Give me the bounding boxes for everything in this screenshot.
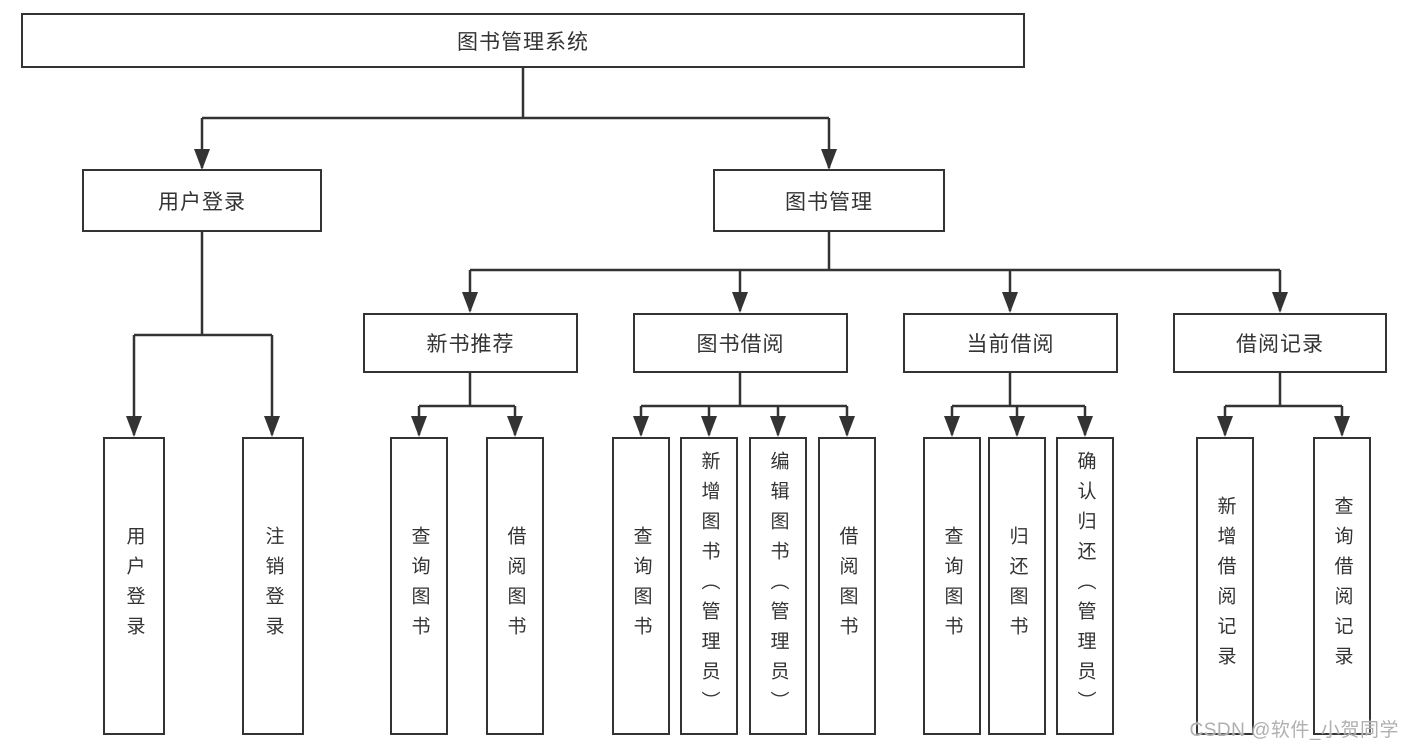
node-label: 图书管理系统 <box>457 30 589 54</box>
arrowhead <box>507 416 523 437</box>
node-label: 查询借阅记录 <box>1331 496 1353 676</box>
arrowheads <box>126 149 1350 437</box>
arrowhead <box>633 416 649 437</box>
edge-book-management-children <box>468 232 1282 311</box>
arrowhead <box>462 292 478 313</box>
node-user-login: 用户登录 <box>82 169 322 232</box>
node-label: 图书管理 <box>785 190 873 214</box>
arrowhead <box>1009 416 1025 437</box>
arrowhead <box>126 416 142 437</box>
arrowhead <box>701 416 717 437</box>
leaf-query-books-current: 查询图书 <box>923 437 981 735</box>
node-label: 借阅图书 <box>836 526 858 646</box>
watermark: CSDN @软件_小贺同学 <box>1189 720 1399 741</box>
arrowhead <box>770 416 786 437</box>
arrowhead <box>194 149 210 170</box>
leaf-user-login: 用户登录 <box>103 437 165 735</box>
leaf-query-books-recommend: 查询图书 <box>390 437 448 735</box>
node-label: 新增图书（管理员） <box>698 451 720 721</box>
arrowhead <box>1217 416 1233 437</box>
leaf-edit-book-admin: 编辑图书（管理员） <box>749 437 807 735</box>
arrowhead <box>944 416 960 437</box>
leaf-add-book-admin: 新增图书（管理员） <box>680 437 738 735</box>
node-label: 新书推荐 <box>426 333 515 356</box>
node-current-borrowing: 当前借阅 <box>903 313 1118 373</box>
node-label: 归还图书 <box>1006 526 1028 646</box>
node-label: 编辑图书（管理员） <box>767 451 789 721</box>
node-label: 借阅图书 <box>504 526 526 646</box>
leaf-query-books-borrowing: 查询图书 <box>612 437 670 735</box>
edge-root-to-level2 <box>200 68 831 168</box>
arrowhead <box>1272 292 1288 313</box>
arrowhead <box>839 416 855 437</box>
node-label: 查询图书 <box>408 526 430 646</box>
node-library-management-system: 图书管理系统 <box>21 13 1025 68</box>
arrowhead <box>264 416 280 437</box>
node-label: 新增借阅记录 <box>1214 496 1236 676</box>
edge-borrow-records-children <box>1223 373 1344 435</box>
edge-new-book-recommend-children <box>417 373 517 435</box>
arrowhead <box>1334 416 1350 437</box>
node-book-management: 图书管理 <box>713 169 945 232</box>
node-label: 查询图书 <box>941 526 963 646</box>
node-new-book-recommend: 新书推荐 <box>363 313 578 373</box>
leaf-query-borrow-record: 查询借阅记录 <box>1313 437 1371 735</box>
arrowhead <box>732 292 748 313</box>
node-label: 查询图书 <box>630 526 652 646</box>
node-book-borrowing: 图书借阅 <box>633 313 848 373</box>
leaf-borrow-books-recommend: 借阅图书 <box>486 437 544 735</box>
node-label: 借阅记录 <box>1236 333 1324 356</box>
node-label: 图书借阅 <box>696 333 785 356</box>
node-label: 用户登录 <box>158 190 246 214</box>
node-label: 当前借阅 <box>966 333 1055 356</box>
leaf-logout: 注销登录 <box>242 437 304 735</box>
arrowhead <box>821 149 837 170</box>
arrowhead <box>411 416 427 437</box>
node-label: 用户登录 <box>123 526 145 646</box>
edge-book-borrowing-children <box>639 373 849 435</box>
edge-user-login-children <box>132 232 274 435</box>
arrowhead <box>1002 292 1018 313</box>
leaf-add-borrow-record: 新增借阅记录 <box>1196 437 1254 735</box>
node-label: 注销登录 <box>262 526 284 646</box>
node-borrow-records: 借阅记录 <box>1173 313 1387 373</box>
arrowhead <box>1077 416 1093 437</box>
leaf-return-book: 归还图书 <box>988 437 1046 735</box>
leaf-confirm-return-admin: 确认归还（管理员） <box>1056 437 1114 735</box>
node-label: 确认归还（管理员） <box>1074 451 1096 721</box>
leaf-borrow-books-borrowing: 借阅图书 <box>818 437 876 735</box>
